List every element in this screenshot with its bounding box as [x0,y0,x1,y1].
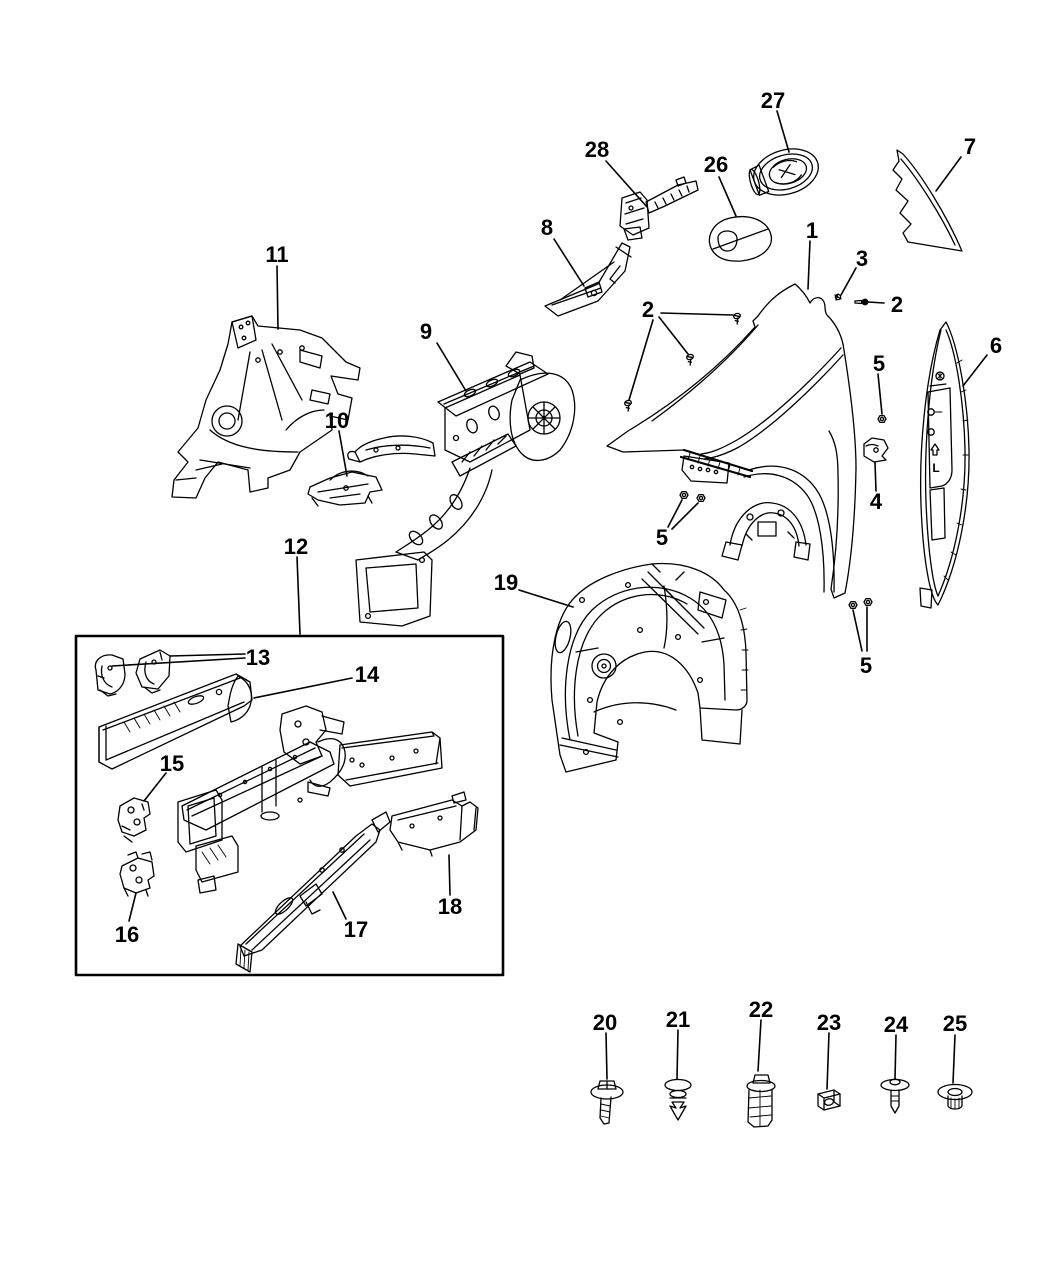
part-25-washer-nut [937,1083,973,1110]
part-7-cowl-side-seal [892,149,963,252]
callout-18-24[interactable]: 18 [438,894,462,919]
callout-3-7[interactable]: 3 [856,246,868,271]
callout-11-6[interactable]: 11 [265,242,288,267]
callout-2-8[interactable]: 2 [891,292,903,317]
leader-line-10 [658,316,689,355]
callout-23-28[interactable]: 23 [817,1010,841,1035]
part-2-screw-side [854,298,869,306]
leader-line-14 [877,373,883,415]
part-8-fender-brace [544,242,632,317]
leader-line-33 [826,1032,830,1090]
part-16-bracket [119,851,155,897]
callout-10-13[interactable]: 10 [325,408,349,433]
leader-line-24 [111,657,246,667]
leader-line-8 [867,301,885,304]
part-10-support-bracket [307,470,383,507]
leader-line-7 [840,267,857,296]
callout-15-21[interactable]: 15 [160,751,184,776]
callout-13-19[interactable]: 13 [246,645,270,670]
callout-6-11[interactable]: 6 [990,333,1002,358]
leader-line-1 [935,156,962,192]
leader-line-23 [169,653,246,657]
callout-26-3[interactable]: 26 [704,152,728,177]
callout-5-15[interactable]: 5 [656,525,668,550]
callout-25-30[interactable]: 25 [943,1011,967,1036]
part-19-wheelhouse-liner [550,562,749,773]
part-1-fender-panel [606,283,857,599]
leader-line-28 [332,891,347,920]
callout-9-10[interactable]: 9 [420,319,432,344]
callout-8-4[interactable]: 8 [541,215,553,240]
leader-line-6 [276,265,279,330]
leader-line-12 [436,342,467,392]
callout-20-25[interactable]: 20 [593,1010,617,1035]
part-20-screw [590,1080,624,1125]
leader-line-3 [718,176,737,217]
leader-line-29 [448,854,451,896]
part-23-u-nut-clip [817,1089,841,1111]
callout-12-16[interactable]: 12 [284,534,308,559]
part-9-apron-assembly [347,351,576,627]
leader-line-31 [676,1029,679,1080]
callout-22-27[interactable]: 22 [749,997,773,1022]
leader-line-9 [660,312,734,316]
part-13-mount-brackets [94,649,171,697]
callout-28-2[interactable]: 28 [585,137,609,162]
callout-27-0[interactable]: 27 [761,88,785,113]
callout-5-12[interactable]: 5 [873,351,885,376]
leader-line-30 [605,1032,608,1080]
part-15-bracket [117,797,151,843]
callout-16-22[interactable]: 16 [115,922,139,947]
leader-lines [111,110,988,1090]
callout-1-5[interactable]: 1 [806,218,818,243]
callout-7-1[interactable]: 7 [964,134,976,159]
leader-line-34 [894,1034,897,1080]
leader-line-2 [605,160,648,208]
leader-line-25 [253,677,353,699]
leader-line-35 [952,1034,956,1084]
part-24-pin-rivet [880,1078,910,1114]
callout-2-9[interactable]: 2 [642,297,654,322]
fender-support-bracket [721,502,811,561]
leader-line-15 [338,430,348,477]
callout-4-14[interactable]: 4 [870,489,883,514]
part-18-floor-bracket [389,791,479,857]
leader-line-13 [962,354,988,387]
callout-5-18[interactable]: 5 [860,653,872,678]
leader-line-18 [671,502,699,530]
part-26-seal-pad [708,216,773,262]
part-11-apron-assembly [171,315,361,499]
part-21-push-pin [664,1078,692,1121]
leader-line-26 [143,772,167,802]
callout-17-23[interactable]: 17 [344,917,368,942]
leader-line-11 [628,319,654,401]
part-3-clip [834,293,842,301]
callout-24-29[interactable]: 24 [884,1012,909,1037]
leader-line-20 [518,589,574,608]
leader-line-27 [128,892,137,922]
leader-line-21 [852,609,863,652]
part-6-side-seal: L [919,321,970,609]
part-4-bracket [863,437,889,463]
part-12-kit-box [74,634,505,977]
callout-21-26[interactable]: 21 [666,1007,690,1032]
leader-line-19 [296,556,301,635]
frame-rail-assembly [177,705,443,894]
leader-line-5 [807,240,811,290]
callout-14-20[interactable]: 14 [355,662,380,687]
callout-19-17[interactable]: 19 [494,570,518,595]
leader-line-4 [553,238,585,287]
leader-line-0 [776,110,790,153]
part-28-latch-bracket [619,176,699,241]
part-22-anchor [746,1074,776,1128]
leader-line-32 [757,1019,762,1072]
part6-l-marking: L [932,461,939,475]
leader-line-16 [874,461,877,492]
leader-line-17 [667,499,683,528]
part-27-fuel-filler-housing [748,148,819,196]
part-17-lower-rail [235,811,391,973]
part-14-upper-rail [98,673,253,770]
